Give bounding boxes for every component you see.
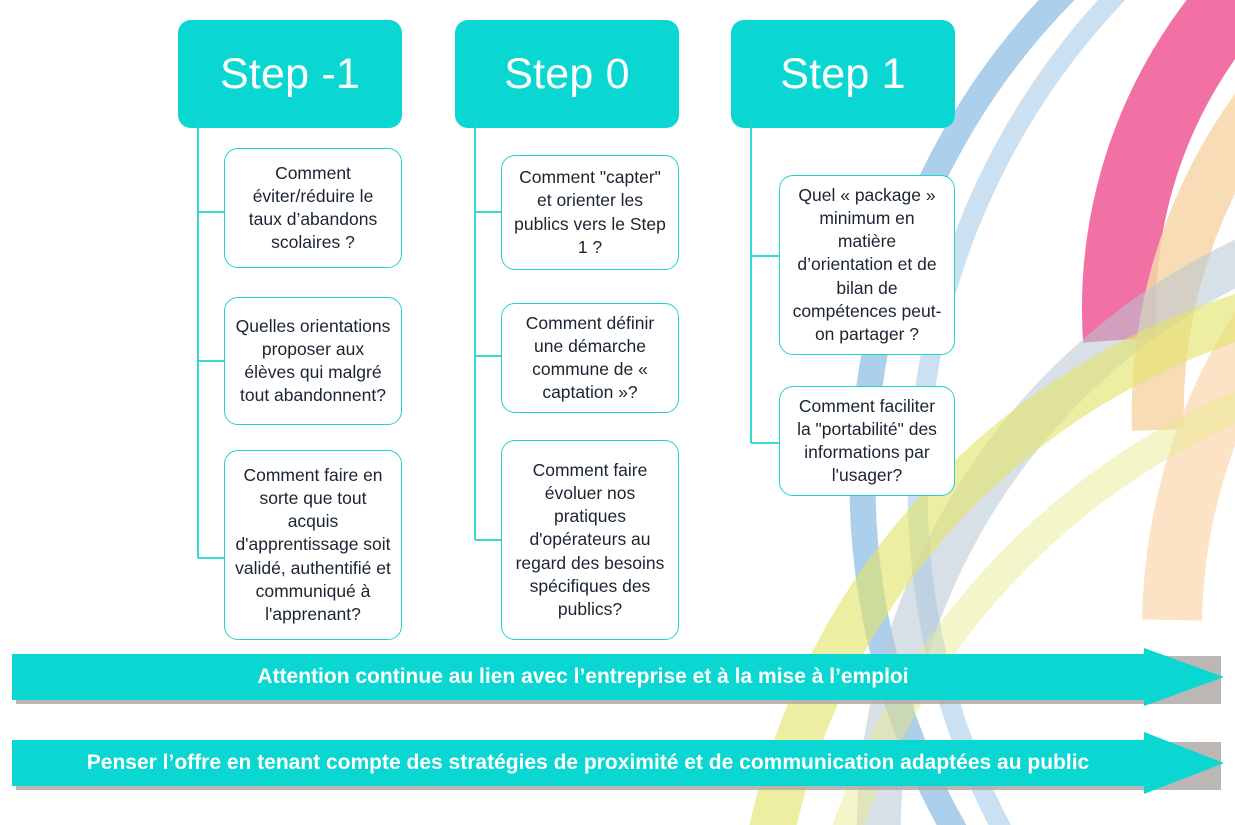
question-box-demarche-captation[interactable]: Comment définir une démarche commune de …: [501, 303, 679, 413]
question-box-package-minimum[interactable]: Quel « package » minimum en matière d’or…: [779, 175, 955, 355]
question-box-text: Comment faciliter la "portabilité" des i…: [797, 395, 937, 486]
question-box-text: Quel « package » minimum en matière d’or…: [792, 185, 942, 344]
question-box-portabilite-informations[interactable]: Comment faciliter la "portabilité" des i…: [779, 386, 955, 496]
banner-label: Penser l’offre en tenant compte des stra…: [86, 751, 1090, 774]
question-box-text: Comment faire évoluer nos pratiques d'op…: [515, 460, 665, 619]
question-box-acquis-apprentissage[interactable]: Comment faire en sorte que tout acquis d…: [224, 450, 402, 640]
step-header-step-minus-1[interactable]: Step -1: [178, 20, 402, 128]
step-header-label: Step 1: [780, 49, 906, 98]
question-box-text: Comment faire en sorte que tout acquis d…: [235, 465, 391, 624]
question-box-text: Comment éviter/réduire le taux d’abandon…: [248, 162, 378, 253]
question-box-text: Comment "capter" et orienter les publics…: [514, 167, 666, 257]
step-header-label: Step 0: [504, 49, 630, 98]
banner-label: Attention continue au lien avec l’entrep…: [257, 665, 909, 688]
step-header-step-0[interactable]: Step 0: [455, 20, 679, 128]
banner-attention-entreprise[interactable]: Attention continue au lien avec l’entrep…: [12, 648, 1224, 706]
question-box-capter-orienter[interactable]: Comment "capter" et orienter les publics…: [501, 155, 679, 270]
step-header-label: Step -1: [219, 49, 361, 98]
question-box-abandons-scolaires[interactable]: Comment éviter/réduire le taux d’abandon…: [224, 148, 402, 268]
banner-penser-offre[interactable]: Penser l’offre en tenant compte des stra…: [12, 732, 1224, 794]
step-header-step-1[interactable]: Step 1: [731, 20, 955, 128]
question-box-text: Comment définir une démarche commune de …: [525, 312, 655, 403]
question-box-text: Quelles orientations proposer aux élèves…: [235, 315, 391, 406]
question-box-orientations-eleves[interactable]: Quelles orientations proposer aux élèves…: [224, 297, 402, 425]
question-box-pratiques-operateurs[interactable]: Comment faire évoluer nos pratiques d'op…: [501, 440, 679, 640]
